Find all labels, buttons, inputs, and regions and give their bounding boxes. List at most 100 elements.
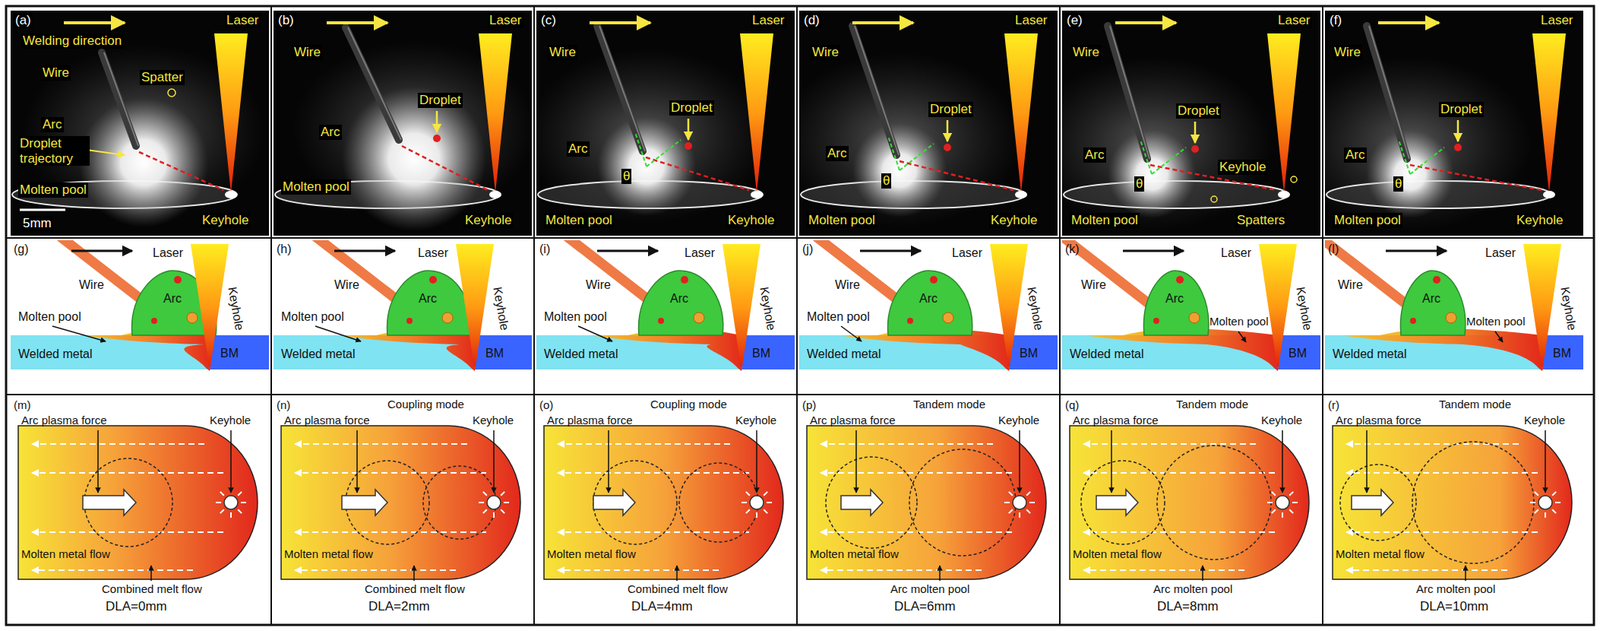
part-label: (l) — [1328, 242, 1339, 257]
plasma-force-arrow — [1096, 489, 1139, 516]
angle-line — [888, 135, 900, 171]
droplet — [406, 317, 413, 324]
panel-drawing — [1288, 10, 1584, 236]
part-label: BM — [1552, 346, 1572, 361]
plasma-force-arrow — [341, 489, 388, 516]
panel-clip — [799, 10, 1058, 236]
base-metal-band — [1277, 335, 1321, 370]
spatter — [1290, 176, 1297, 183]
photo-label: Arc — [1343, 147, 1367, 163]
keyhole-flow — [1552, 491, 1556, 496]
panel-drawing — [1062, 236, 1321, 393]
keyhole-flow — [240, 501, 247, 503]
panel-background — [10, 396, 269, 619]
panel: (n)Coupling modeArc plasma forceKeyholeM… — [273, 396, 532, 619]
panel-separator — [533, 6, 535, 625]
leader — [315, 325, 361, 342]
droplet — [680, 275, 689, 284]
keyhole-flow — [1555, 501, 1561, 503]
pool-boundary — [1412, 441, 1534, 563]
part-label: BM — [1288, 346, 1307, 361]
keyhole — [1275, 495, 1290, 510]
photo-label: Welding direction — [21, 33, 124, 49]
angle-line — [1151, 147, 1186, 174]
arc-glow — [341, 86, 487, 231]
droplet — [429, 275, 437, 284]
direction-arrow — [1378, 21, 1439, 25]
droplet — [433, 134, 441, 143]
panel-clip — [10, 396, 269, 619]
part-label: (q) — [1065, 398, 1079, 412]
keyhole-flow — [478, 501, 484, 503]
part-label: Laser — [1485, 246, 1516, 260]
droplet — [1191, 145, 1199, 153]
panel-drawing — [273, 396, 532, 619]
photo-label: Molten pool — [543, 212, 614, 228]
part-label: Keyhole — [472, 413, 514, 427]
pool-boundary — [1081, 460, 1165, 544]
photo-label: Wire — [41, 65, 71, 81]
keyhole-flow — [230, 512, 232, 518]
panel-clip — [1062, 240, 1321, 393]
mode-label: Tandem mode — [1438, 397, 1512, 411]
panel-clip — [1324, 10, 1584, 236]
flow-arrow — [1346, 531, 1538, 533]
part-label: Laser — [417, 246, 449, 260]
panel-clip — [1062, 10, 1321, 236]
wire — [852, 25, 897, 155]
part-label: Keyhole — [998, 413, 1040, 427]
part-label: Arc — [163, 291, 182, 306]
part-label: Arc plasma force — [809, 413, 896, 427]
panel-background — [799, 240, 1058, 393]
part-label: Molten pool — [18, 309, 82, 324]
part-label: (j) — [802, 242, 813, 257]
keyhole-flow — [755, 512, 758, 518]
flow-arrow — [557, 471, 750, 474]
flow-arrow — [557, 569, 719, 571]
droplet — [151, 317, 158, 324]
panel: (b)WireLaserArcDropletMolten poolKeyhole — [273, 10, 532, 236]
wire — [60, 240, 152, 307]
part-label: Welded metal — [806, 347, 882, 361]
wire — [315, 240, 407, 307]
part-label: Molten pool — [543, 309, 608, 324]
keyhole-flow — [1008, 509, 1013, 513]
panel-clip — [1324, 396, 1584, 619]
panel: (h)LaserWireKeyholeMolten poolArcWelded … — [273, 240, 532, 393]
keyhole-flow — [237, 509, 242, 513]
part-label: Arc plasma force — [1072, 413, 1159, 427]
leader — [855, 430, 857, 493]
pool-boundary — [1340, 464, 1417, 541]
mode-label: Tandem mode — [913, 397, 986, 411]
arc-glow — [597, 116, 696, 216]
flow-arrow — [1083, 531, 1275, 533]
droplet — [684, 142, 693, 150]
angle-line — [1398, 139, 1411, 174]
part-label: Arc plasma force — [547, 413, 633, 427]
leader — [841, 325, 862, 342]
panel: (d)WireLaserArcDropletθMolten poolKeyhol… — [799, 10, 1058, 236]
keyhole-flow — [220, 509, 225, 513]
rotated-label: Keyhole — [1293, 285, 1315, 332]
droplet-trajectory — [645, 157, 750, 190]
direction-arrow — [1122, 249, 1184, 253]
photo-label: Keyhole — [200, 212, 250, 228]
part-label: Wire — [334, 278, 360, 292]
panel-background — [1324, 240, 1584, 393]
pool-boundary — [1157, 445, 1272, 560]
photo-label: Arc — [1083, 147, 1107, 163]
wire — [101, 52, 136, 146]
panel: (p)Tandem modeArc plasma forceKeyholeMol… — [799, 396, 1058, 619]
arc-glow — [1366, 129, 1455, 219]
photo-label: Molten pool — [1332, 212, 1403, 228]
keyhole-flow — [483, 509, 487, 513]
part-label: BM — [485, 346, 504, 361]
droplet — [1410, 317, 1417, 324]
keyhole-flow — [1008, 491, 1013, 496]
panel-drawing — [536, 396, 795, 619]
base-metal-band — [1542, 335, 1584, 370]
panel: (c)WireLaserArcDropletθMolten poolKeyhol… — [536, 10, 795, 236]
photo-label: Laser — [1013, 12, 1050, 29]
part-label: (m) — [13, 398, 32, 412]
plasma-force-arrow — [593, 489, 636, 516]
